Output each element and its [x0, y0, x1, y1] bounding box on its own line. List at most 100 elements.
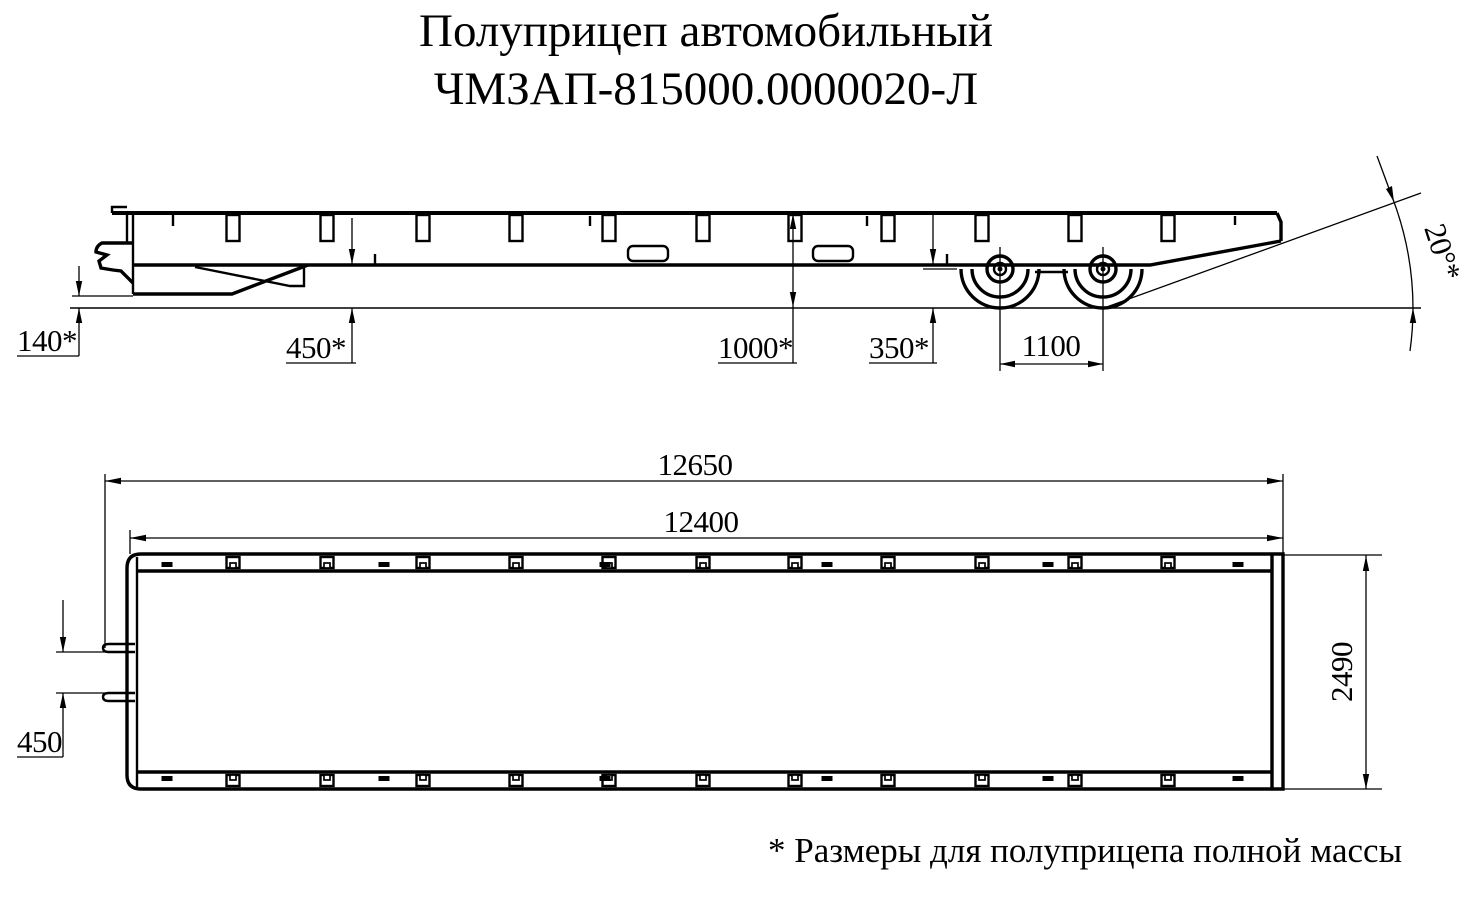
- dim-overall-width: 2490: [1284, 554, 1382, 790]
- frame-bottom-line: [133, 239, 1282, 267]
- platform-outline: [125, 552, 1285, 791]
- dim-arrowhead: [59, 637, 67, 652]
- dim-arrowhead: [105, 477, 121, 485]
- tie-down-mark: [378, 562, 390, 567]
- pocket-notch: [512, 774, 520, 781]
- title-block: Полуприцеп автомобильный ЧМЗАП-815000.00…: [419, 5, 993, 115]
- dim-label-axle-spacing: 1100: [1022, 328, 1081, 363]
- dim-lines: [104, 474, 1284, 648]
- dim-label-deck-height: 1000*: [718, 330, 793, 365]
- side-lamp: [626, 244, 670, 263]
- dim-arrowhead: [789, 214, 797, 229]
- pocket-notch: [978, 562, 986, 569]
- dim-arrowhead: [59, 693, 67, 708]
- pocket-notch: [884, 774, 892, 781]
- stake-pocket: [974, 213, 990, 243]
- front-support-wedge: [194, 265, 306, 288]
- tie-down-mark: [599, 562, 611, 567]
- dim-arrowhead: [75, 281, 83, 296]
- pocket-notch: [884, 562, 892, 569]
- stake-pockets-plan-top: [225, 555, 1176, 570]
- plan-view: [101, 552, 1285, 791]
- front-underrun: [133, 263, 309, 296]
- pocket-notch: [229, 774, 237, 781]
- pocket-notch: [419, 774, 427, 781]
- drawbar-beam: [101, 691, 135, 703]
- arc-arrowhead: [1409, 308, 1417, 323]
- tie-down-marks: [161, 562, 1244, 781]
- tick-marks: [171, 215, 1237, 264]
- stake-pocket: [695, 213, 711, 243]
- departure-angle: 20°*: [1103, 155, 1466, 352]
- dim-arrowhead: [348, 249, 356, 264]
- pocket-notch: [323, 562, 331, 569]
- pocket-notch: [791, 774, 799, 781]
- dim-deck-height: 1000*: [718, 213, 797, 365]
- stake-pocket: [415, 213, 431, 243]
- pocket-notch: [791, 562, 799, 569]
- dim-drawbar-width: 450: [17, 600, 113, 759]
- dim-arrowhead: [929, 249, 937, 264]
- pocket-notch: [699, 562, 707, 569]
- side-view-dimensions: 140* 450* 1000* 350* 1100: [17, 213, 1103, 368]
- dim-arrowhead: [75, 308, 83, 323]
- dim-lines: [129, 530, 1283, 554]
- dim-axle-spacing: 1100: [1000, 328, 1103, 368]
- dim-frame-clearance-front: 450*: [286, 218, 356, 365]
- dim-front-clearance: 140*: [17, 266, 83, 358]
- dim-label-overall-width: 2490: [1324, 642, 1359, 702]
- dim-arrowhead: [1000, 360, 1015, 368]
- dim-arrowhead: [1088, 360, 1103, 368]
- pocket-notch: [512, 562, 520, 569]
- arc-arrowhead: [1386, 186, 1394, 202]
- stake-pocket: [319, 213, 335, 243]
- dim-arrowhead: [789, 292, 797, 307]
- stake-pocket: [225, 213, 241, 243]
- pocket-notch: [229, 562, 237, 569]
- tie-down-mark: [161, 776, 173, 781]
- dim-label-overall-length: 12650: [658, 447, 733, 482]
- dim-platform-length: 12400: [129, 504, 1283, 554]
- tie-down-mark: [378, 776, 390, 781]
- tie-down-mark: [821, 562, 833, 567]
- dim-arrowhead: [1362, 774, 1370, 789]
- pocket-notch: [419, 562, 427, 569]
- dim-lines: [17, 600, 113, 758]
- pocket-notch: [1164, 562, 1172, 569]
- drawing-title-line1: Полуприцеп автомобильный: [419, 5, 993, 57]
- dim-lines: [1284, 554, 1382, 790]
- pocket-notch: [1071, 774, 1079, 781]
- tie-down-mark: [1232, 562, 1244, 567]
- stake-pockets-side: [225, 213, 1176, 243]
- dim-overall-length: 12650: [104, 447, 1284, 648]
- dim-label-departure-angle: 20°*: [1417, 219, 1466, 284]
- dim-frame-clearance-rear: 350*: [869, 213, 937, 365]
- pocket-notch: [1164, 774, 1172, 781]
- tie-down-mark: [821, 776, 833, 781]
- side-lamp: [811, 244, 855, 263]
- tie-down-mark: [1042, 776, 1054, 781]
- drawbar-beam: [101, 642, 135, 654]
- dim-arrowhead: [348, 308, 356, 323]
- dim-arrowhead: [1267, 534, 1283, 542]
- drawing-title-line2: ЧМЗАП-815000.0000020-Л: [434, 63, 978, 115]
- towing-hook: [94, 241, 135, 285]
- dim-lines: [718, 213, 797, 364]
- tie-down-mark: [161, 562, 173, 567]
- dim-label-frame-clearance-front: 450*: [286, 330, 346, 365]
- dim-arrowhead: [1362, 556, 1370, 571]
- deck-front-lip: [110, 205, 127, 213]
- pocket-notch: [1071, 562, 1079, 569]
- dim-arrowhead: [130, 534, 146, 542]
- tie-down-mark: [1042, 562, 1054, 567]
- dim-label-frame-clearance-rear: 350*: [869, 330, 929, 365]
- stake-pocket: [1160, 213, 1176, 243]
- rear-edge: [1275, 212, 1283, 241]
- pocket-notch: [699, 774, 707, 781]
- stake-pocket: [880, 213, 896, 243]
- stake-pocket: [508, 213, 524, 243]
- tie-down-mark: [1232, 776, 1244, 781]
- pocket-notch: [978, 774, 986, 781]
